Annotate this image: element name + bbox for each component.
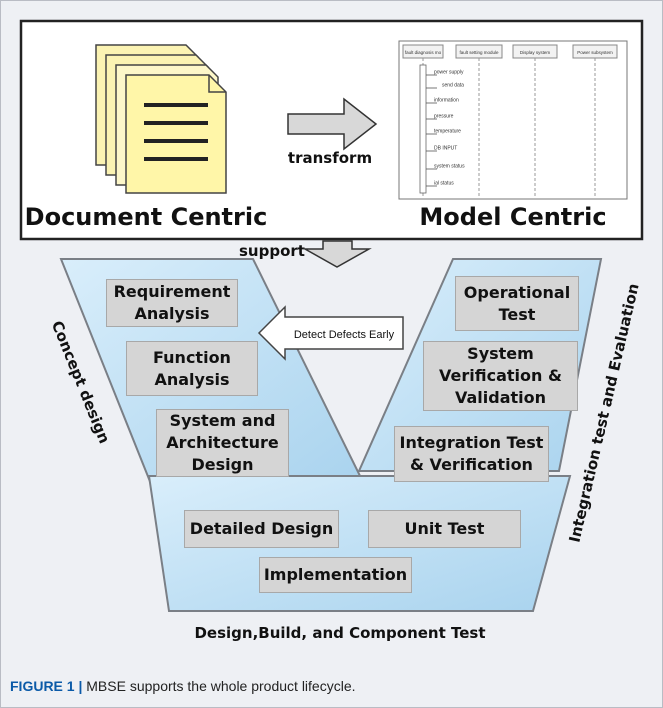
box-label-line: Operational bbox=[463, 282, 571, 302]
detect-defects-label: Detect Defects Early bbox=[294, 329, 395, 341]
bottom-box-unit-test: Unit Test bbox=[368, 510, 521, 548]
message-label: DB INPUT bbox=[434, 146, 457, 152]
box-label-line: Design bbox=[191, 455, 254, 474]
support-label: support bbox=[239, 242, 305, 260]
lifeline-header-label: fault diagnosis mo bbox=[405, 50, 442, 55]
model-centric-title: Model Centric bbox=[419, 203, 606, 231]
lifeline-header-label: Power subsystem bbox=[577, 50, 613, 55]
message-label: information bbox=[434, 98, 459, 104]
message-label: power supply bbox=[434, 70, 464, 76]
message-label: temperature bbox=[434, 129, 461, 135]
message-label: system status bbox=[434, 164, 465, 170]
box-label-line: System and bbox=[169, 411, 276, 430]
right-box-integration-test-verification: Integration Test & Verification bbox=[394, 426, 549, 482]
message-label: pressure bbox=[434, 114, 454, 120]
bottom-box-implementation: Implementation bbox=[259, 557, 412, 593]
figure-caption: FIGURE 1 | MBSE supports the whole produ… bbox=[10, 678, 356, 694]
document-centric-title: Document Centric bbox=[25, 203, 268, 231]
caption-text: MBSE supports the whole product lifecycl… bbox=[82, 678, 356, 694]
box-label-line: & Verification bbox=[410, 455, 533, 474]
transform-label: transform bbox=[288, 149, 372, 167]
detect-defects-arrow bbox=[257, 305, 404, 361]
document-stack-icon bbox=[95, 44, 227, 194]
message-label: ial status bbox=[434, 181, 454, 187]
box-label-line: Function bbox=[153, 347, 231, 367]
box-label-line: Architecture bbox=[166, 433, 279, 452]
lifeline-header-label: fault setting module bbox=[459, 50, 499, 55]
box-label-line: Verification & bbox=[439, 366, 562, 385]
box-label-line: System bbox=[467, 344, 534, 363]
box-label-line: Integration Test bbox=[399, 433, 544, 452]
box-label-line: Implementation bbox=[263, 565, 408, 584]
box-label-line: Requirement bbox=[113, 282, 231, 301]
box-label-line: Detailed Design bbox=[189, 519, 334, 538]
box-label-line: Unit Test bbox=[404, 519, 485, 538]
design-build-label: Design,Build, and Component Test bbox=[194, 624, 485, 642]
box-label-line: Analysis bbox=[154, 369, 230, 389]
box-label-line: Analysis bbox=[134, 304, 210, 323]
figure-number: FIGURE 1 | bbox=[10, 678, 83, 694]
bottom-box-detailed-design: Detailed Design bbox=[184, 510, 339, 548]
activation-bar bbox=[419, 64, 427, 194]
support-arrow bbox=[302, 240, 372, 268]
lifeline-header-label: Display system bbox=[520, 50, 551, 55]
sequence-diagram-thumbnail: fault diagnosis mo fault setting module Di… bbox=[398, 40, 628, 200]
message-label: send data bbox=[442, 83, 464, 89]
transform-arrow bbox=[287, 97, 378, 151]
box-label-line: Test bbox=[498, 304, 536, 324]
box-label-line: Validation bbox=[454, 388, 547, 407]
